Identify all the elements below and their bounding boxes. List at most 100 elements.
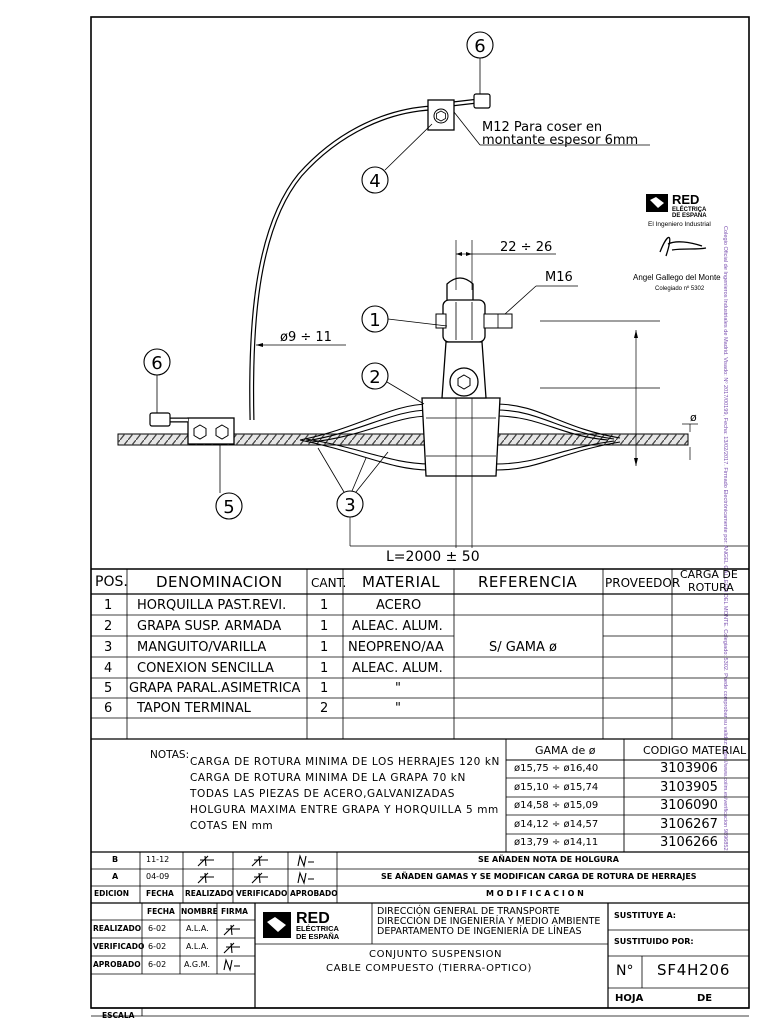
- row-4-pos: 4: [104, 661, 113, 676]
- rev-header-aprobado: APROBADO: [290, 889, 338, 898]
- revision-signatures: [197, 854, 314, 972]
- row-5-pos: 5: [104, 681, 113, 696]
- drawing-title-2: CABLE COMPUESTO (TIERRA-OPTICO): [326, 963, 532, 974]
- engineer-stamp: RED ELÉCTRICA DE ESPAÑA El Ingeniero Ind…: [633, 192, 729, 851]
- row-1-material: ACERO: [376, 598, 422, 613]
- tb-col-fecha: FECHA: [147, 907, 175, 916]
- svg-text:ELÉCTRICA: ELÉCTRICA: [296, 924, 340, 933]
- revision-table: [91, 851, 749, 904]
- gama-table: [505, 739, 749, 852]
- tb-aprobado-date: 6-02: [148, 960, 167, 969]
- header-pos: POS.: [95, 574, 128, 590]
- note-line-4: HOLGURA MAXIMA ENTRE GRAPA Y HORQUILLA 5…: [190, 804, 499, 816]
- row-3-material: NEOPRENO/AA: [348, 640, 444, 655]
- parallel-clamp: [187, 417, 235, 445]
- modificacion-label: M O D I F I C A C I O N: [486, 889, 584, 898]
- rev-a-edition: A: [112, 872, 119, 881]
- row-2-material: ALEAC. ALUM.: [352, 619, 443, 634]
- header-referencia: REFERENCIA: [478, 573, 578, 591]
- svg-text:RED: RED: [296, 910, 330, 927]
- row-3-pos: 3: [104, 640, 113, 655]
- assembly-drawing: 6 4 1 2 6 5 3: [117, 31, 748, 565]
- row-6-qty: 2: [320, 701, 329, 716]
- note-m12-line1: M12 Para coser en: [482, 120, 602, 135]
- row-5-qty: 1: [320, 681, 329, 696]
- dim-diameter: ø9 ÷ 11: [280, 330, 332, 345]
- svg-text:Angel Gallego del Monte: Angel Gallego del Monte: [633, 273, 721, 282]
- row-4-name: CONEXION SENCILLA: [137, 661, 274, 676]
- rev-a-desc: SE AÑADEN GAMAS Y SE MODIFICAN CARGA DE …: [381, 872, 697, 881]
- row-2-name: GRAPA SUSP. ARMADA: [137, 619, 282, 634]
- header-material: MATERIAL: [362, 573, 441, 591]
- tb-aprobado-name: A.G.M.: [184, 960, 211, 969]
- svg-text:El Ingeniero Industrial: El Ingeniero Industrial: [648, 221, 711, 228]
- code-row-4: 3106267: [660, 817, 718, 832]
- gama-row-2: ø15,10 ÷ ø15,74: [514, 782, 599, 793]
- sustituido-label: SUSTITUIDO POR:: [614, 937, 694, 946]
- codigo-header: CODIGO MATERIAL: [643, 744, 747, 757]
- code-row-1: 3103906: [660, 761, 718, 776]
- svg-text:4: 4: [369, 171, 380, 192]
- callout-2: 2: [361, 362, 425, 405]
- clevis: [446, 277, 474, 300]
- row-6-material: ": [395, 701, 401, 716]
- suspension-clamp: [421, 397, 501, 477]
- reference-gama: S/ GAMA ø: [489, 640, 557, 655]
- dim-length: L=2000 ± 50: [386, 549, 480, 565]
- de-label: DE: [697, 993, 713, 1004]
- gama-header: GAMA de ø: [535, 744, 596, 757]
- callout-6-left: 6: [143, 348, 171, 413]
- rev-b-date: 11-12: [146, 855, 170, 864]
- gama-row-4: ø14,12 ÷ ø14,57: [514, 819, 599, 830]
- engineer-signature: [659, 236, 707, 257]
- row-1-pos: 1: [104, 598, 113, 613]
- row-3-qty: 1: [320, 640, 329, 655]
- row-2-pos: 2: [104, 619, 113, 634]
- rev-a-date: 04-09: [146, 872, 170, 881]
- rev-header-fecha: FECHA: [146, 889, 174, 898]
- header-proveedor: PROVEEDOR: [605, 576, 681, 590]
- tb-verificado-label: VERIFICADO: [93, 942, 145, 951]
- armor-rods: [299, 403, 621, 471]
- single-connector: [427, 99, 455, 131]
- tb-escala: ESCALA: [102, 1011, 135, 1020]
- row-1-qty: 1: [320, 598, 329, 613]
- header-carga-1: CARGA DE: [680, 568, 738, 581]
- tb-verificado-name: A.L.A.: [186, 942, 209, 951]
- header-cant: CANT.: [311, 576, 347, 590]
- svg-text:2: 2: [369, 367, 380, 388]
- dim-phi: ø: [690, 411, 697, 424]
- note-line-3: TODAS LAS PIEZAS DE ACERO,GALVANIZADAS: [190, 788, 455, 800]
- callout-5: 5: [215, 444, 243, 520]
- jumper-cable: [249, 105, 433, 421]
- number-label: N°: [616, 963, 634, 979]
- tb-aprobado-label: APROBADO: [93, 960, 141, 969]
- svg-text:ELÉCTRICA: ELÉCTRICA: [672, 205, 707, 213]
- drawing-title-1: CONJUNTO SUSPENSION: [369, 949, 503, 960]
- row-2-qty: 1: [320, 619, 329, 634]
- tb-verificado-date: 6-02: [148, 942, 167, 951]
- dept-line-1: DIRECCIÓN GENERAL DE TRANSPORTE: [377, 906, 560, 917]
- gama-row-1: ø15,75 ÷ ø16,40: [514, 763, 599, 774]
- code-row-3: 3106090: [660, 798, 718, 813]
- callout-3: 3: [317, 447, 389, 518]
- rev-header-realizado: REALIZADO: [185, 889, 234, 898]
- tb-col-nombre: NOMBRE: [181, 907, 218, 916]
- cable-strands: [118, 434, 688, 445]
- gama-row-5: ø13,79 ÷ ø14,11: [514, 837, 599, 848]
- rev-b-desc: SE AÑADEN NOTA DE HOLGURA: [478, 855, 619, 864]
- row-5-material: ": [395, 681, 401, 696]
- callout-1: 1: [361, 305, 448, 333]
- note-m12-line2: montante espesor 6mm: [482, 133, 638, 148]
- tb-realizado-label: REALIZADO: [93, 924, 142, 933]
- ree-logo-title: RED ELÉCTRICA DE ESPAÑA: [263, 910, 340, 941]
- svg-text:5: 5: [223, 497, 234, 518]
- header-carga-2: ROTURA: [688, 581, 734, 594]
- hoja-label: HOJA: [615, 993, 644, 1004]
- row-5-name: GRAPA PARAL.ASIMETRICA: [129, 681, 301, 696]
- svg-text:6: 6: [151, 353, 162, 374]
- tb-realizado-date: 6-02: [148, 924, 167, 933]
- rev-b-edition: B: [112, 855, 119, 864]
- svg-text:1: 1: [369, 310, 380, 331]
- row-4-qty: 1: [320, 661, 329, 676]
